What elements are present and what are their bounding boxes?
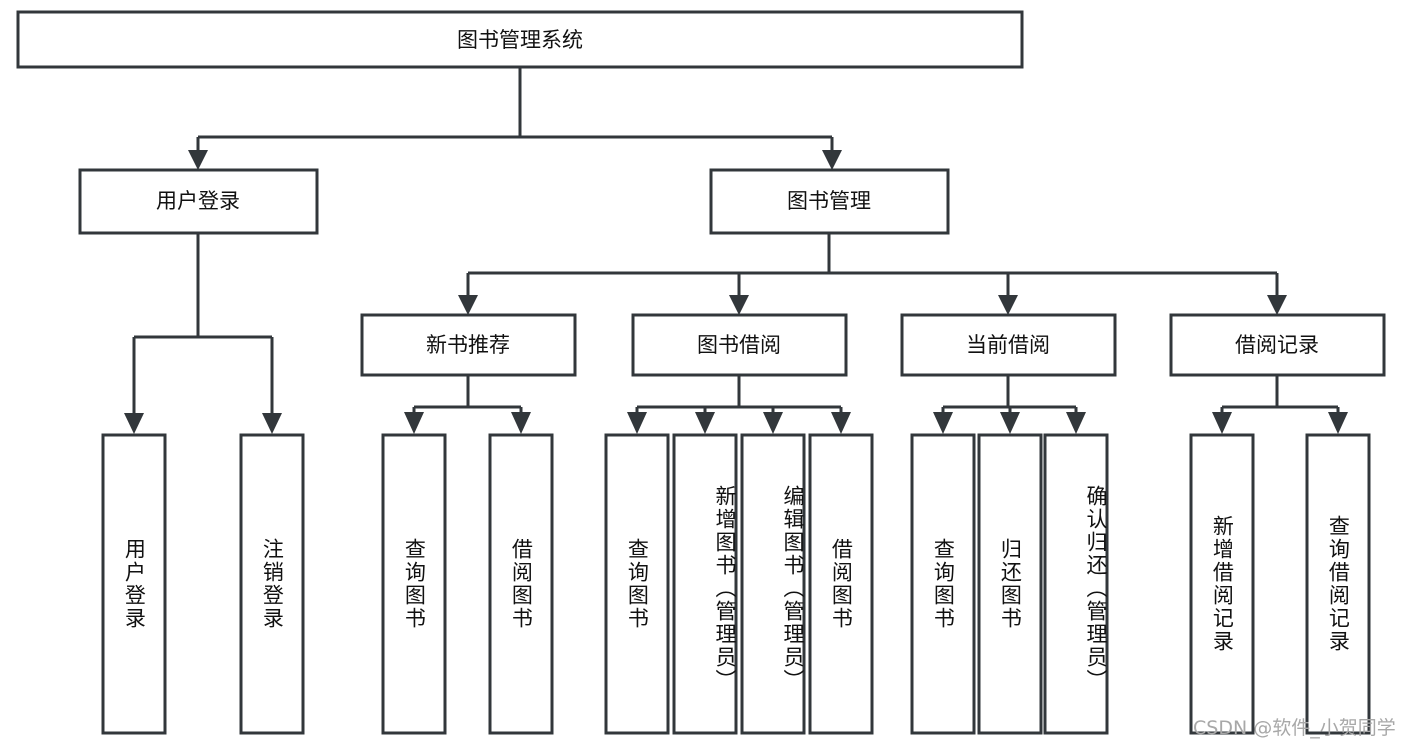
node-new-book-recommend-label: 新书推荐	[426, 333, 510, 357]
node-current-borrow-box[interactable]	[900, 313, 1117, 377]
connector-borrowrecord-to-leaves	[1212, 375, 1348, 434]
connector-newbook-to-leaves	[404, 375, 531, 434]
leaf-add-book-box[interactable]	[672, 433, 738, 735]
leaf-edit-book-box[interactable]	[740, 433, 806, 735]
node-root-label: 图书管理系统	[457, 28, 583, 52]
connector-root-to-level2	[188, 67, 842, 170]
node-current-borrow-label: 当前借阅	[966, 333, 1050, 357]
leaf-user-login-box[interactable]	[101, 433, 167, 735]
connector-userlogin-to-leaves	[124, 233, 282, 434]
leaf-query-book-c-box[interactable]	[910, 433, 976, 735]
node-new-book-recommend-box[interactable]	[360, 313, 577, 377]
node-book-borrow-label: 图书借阅	[697, 333, 781, 357]
node-root-box[interactable]	[16, 10, 1024, 69]
leaf-add-record-box[interactable]	[1189, 433, 1255, 735]
connector-currentborrow-to-leaves	[933, 375, 1086, 434]
leaf-borrow-book-a-box[interactable]	[488, 433, 554, 735]
node-user-login-label: 用户登录	[156, 189, 240, 213]
leaf-query-record-box[interactable]	[1305, 433, 1371, 735]
leaf-logout-box[interactable]	[239, 433, 305, 735]
leaf-query-book-b-box[interactable]	[604, 433, 670, 735]
node-borrow-record-label: 借阅记录	[1235, 333, 1319, 357]
leaf-return-book-box[interactable]	[977, 433, 1043, 735]
node-borrow-record-box[interactable]	[1169, 313, 1386, 377]
node-book-borrow-box[interactable]	[631, 313, 848, 377]
leaf-confirm-return-box[interactable]	[1043, 433, 1109, 735]
leaf-query-book-a-box[interactable]	[381, 433, 447, 735]
leaf-borrow-book-b-box[interactable]	[808, 433, 874, 735]
node-user-login-box[interactable]	[78, 168, 319, 235]
connector-bookmgmt-to-level3	[458, 233, 1287, 315]
node-book-management-box[interactable]	[709, 168, 950, 235]
connector-bookborrow-to-leaves	[627, 375, 851, 434]
node-book-management-label: 图书管理	[787, 189, 871, 213]
